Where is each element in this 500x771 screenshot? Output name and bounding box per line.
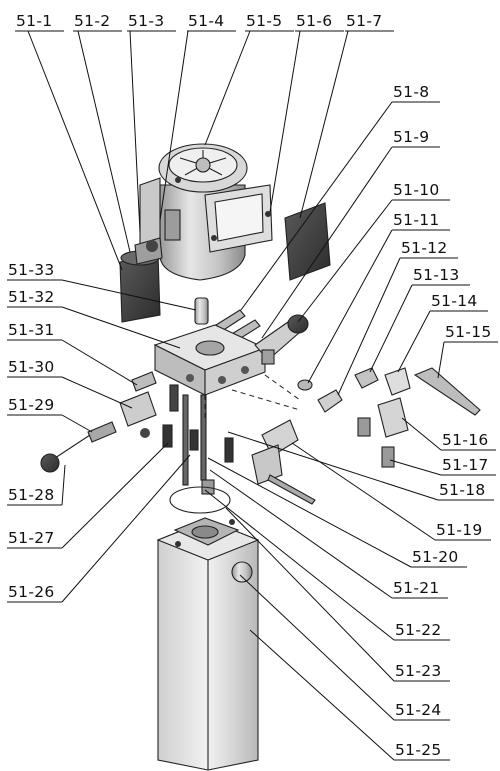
oil-tank [156, 517, 260, 771]
label-51-1: 51-1 [16, 12, 52, 30]
label-51-3: 51-3 [128, 12, 164, 30]
release-handle [413, 367, 481, 416]
coupling [194, 297, 209, 325]
label-51-17: 51-17 [442, 456, 489, 474]
label-51-19: 51-19 [436, 521, 483, 539]
capacitor-assembly [119, 237, 163, 323]
release-valve [357, 397, 409, 468]
label-51-13: 51-13 [413, 266, 460, 284]
label-51-32: 51-32 [8, 288, 55, 306]
leader-lines [27, 30, 445, 761]
label-51-26: 51-26 [8, 583, 55, 601]
label-51-16: 51-16 [442, 431, 489, 449]
label-51-2: 51-2 [74, 12, 110, 30]
studs [162, 384, 234, 463]
label-51-28: 51-28 [8, 486, 55, 504]
label-51-14: 51-14 [431, 292, 478, 310]
label-51-31: 51-31 [8, 321, 55, 339]
label-51-24: 51-24 [395, 701, 442, 719]
label-51-5: 51-5 [246, 12, 282, 30]
label-51-8: 51-8 [393, 83, 429, 101]
left-valve-group [40, 371, 157, 473]
label-51-9: 51-9 [393, 128, 429, 146]
label-51-20: 51-20 [412, 548, 459, 566]
label-51-4: 51-4 [188, 12, 224, 30]
assembly-centerlines [204, 374, 301, 420]
label-51-25: 51-25 [395, 741, 442, 759]
electric-motor [139, 143, 273, 281]
part-labels: 51-1 51-2 51-3 51-4 51-5 51-6 51-7 51-8 … [7, 12, 498, 761]
label-51-15: 51-15 [445, 323, 492, 341]
label-51-7: 51-7 [346, 12, 382, 30]
fittings-right [297, 367, 411, 413]
label-51-11: 51-11 [393, 211, 440, 229]
cover-plate [284, 202, 331, 281]
solenoid-valve [254, 314, 309, 365]
elbow-fitting [251, 419, 316, 505]
label-51-30: 51-30 [8, 358, 55, 376]
label-51-22: 51-22 [395, 621, 442, 639]
label-51-10: 51-10 [393, 181, 440, 199]
label-51-29: 51-29 [8, 396, 55, 414]
gasket-ring [169, 486, 231, 514]
label-51-23: 51-23 [395, 662, 442, 680]
label-51-12: 51-12 [401, 239, 448, 257]
label-51-21: 51-21 [393, 579, 440, 597]
label-51-6: 51-6 [296, 12, 332, 30]
label-51-33: 51-33 [8, 261, 55, 279]
label-51-27: 51-27 [8, 529, 55, 547]
label-51-18: 51-18 [439, 481, 486, 499]
